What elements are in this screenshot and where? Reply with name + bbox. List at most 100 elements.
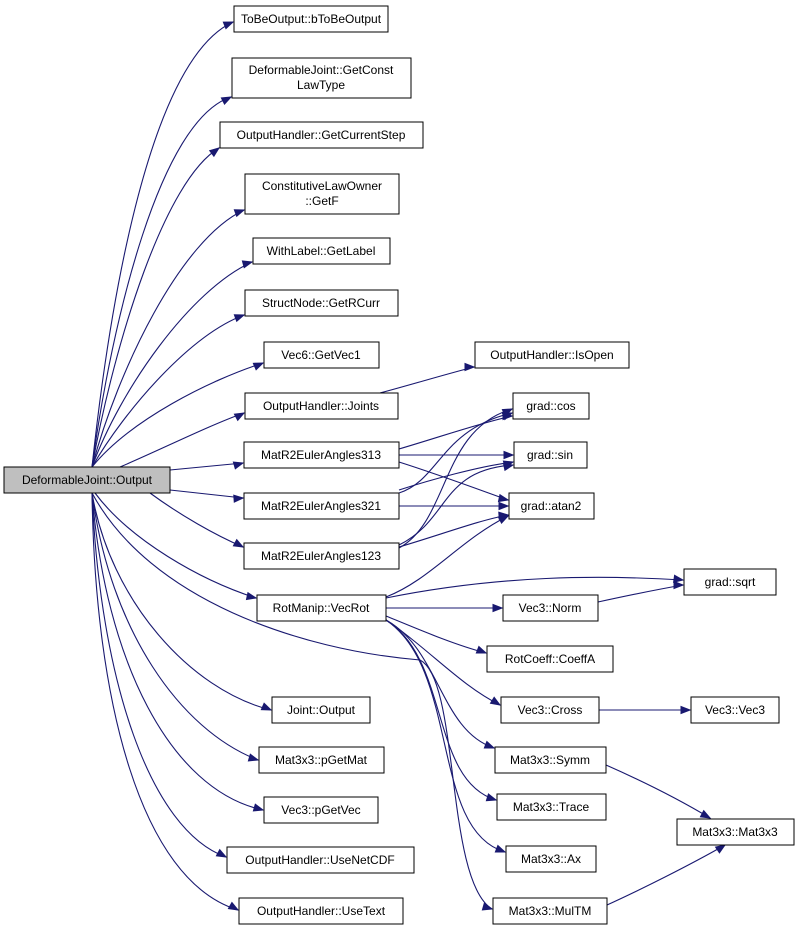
node-outputhandler-usenetcdf[interactable]: OutputHandler::UseNetCDF (226, 846, 415, 874)
node-vec3-vec3[interactable]: Vec3::Vec3 (690, 696, 780, 724)
node-constitutivelawowner-getf[interactable]: ConstitutiveLawOwner ::GetF (244, 173, 400, 215)
edge-root-to-vecrot (94, 492, 258, 601)
node-tobeoutput-btobeoutput[interactable]: ToBeOutput::bToBeOutput (233, 5, 389, 33)
node-label: OutputHandler::UseNetCDF (245, 853, 394, 867)
node-label: DeformableJoint::Output (22, 473, 153, 487)
edge-line (91, 492, 493, 910)
node-vec6-getvec1[interactable]: Vec6::GetVec1 (263, 341, 380, 369)
edge-vecrot-to-sqrt (385, 574, 685, 599)
edge-line (398, 408, 513, 549)
arrowhead-icon (232, 461, 245, 470)
node-mat3x3-trace[interactable]: Mat3x3::Trace (496, 793, 607, 821)
node-deformablejoint-output[interactable]: DeformableJoint::Output (3, 466, 171, 494)
edge-multm-to-mat3x3 (606, 844, 727, 906)
arrowhead-icon (260, 702, 273, 711)
edge-root-to-euler123 (149, 492, 245, 548)
edge-line (597, 584, 684, 603)
arrowhead-icon (475, 645, 488, 654)
edge-root-to-getvec1 (91, 362, 265, 468)
node-outputhandler-isopen[interactable]: OutputHandler::IsOpen (474, 341, 630, 369)
node-label: Mat3x3::pGetMat (275, 753, 368, 767)
arrowhead-icon (220, 96, 233, 106)
arrowhead-icon (481, 902, 494, 911)
arrowhead-icon (501, 408, 514, 417)
edge-root-to-euler321 (169, 489, 245, 503)
edges (91, 21, 727, 911)
node-label: Mat3x3::Symm (510, 753, 590, 767)
arrowhead-icon (233, 209, 246, 218)
edge-root-to-getf (91, 209, 246, 468)
arrowhead-icon (489, 696, 502, 706)
node-label: OutputHandler::Joints (263, 399, 379, 413)
edge-euler313-to-sin (399, 450, 515, 460)
node-matr2eulerangles321[interactable]: MatR2EulerAngles321 (243, 492, 400, 520)
node-mat3x3-ax[interactable]: Mat3x3::Ax (505, 845, 597, 873)
arrowhead-icon (232, 538, 245, 548)
node-structnode-getrcurr[interactable]: StructNode::GetRCurr (244, 289, 399, 317)
node-vec3-norm[interactable]: Vec3::Norm (502, 594, 599, 622)
node-outputhandler-getcurrentstep[interactable]: OutputHandler::GetCurrentStep (219, 121, 424, 149)
edge-vecrot-to-coeffa (385, 615, 488, 654)
node-label: OutputHandler::UseText (257, 904, 386, 918)
arrowhead-icon (492, 603, 504, 613)
node-grad-atan2[interactable]: grad::atan2 (508, 492, 595, 520)
edge-line (91, 314, 245, 468)
node-grad-sqrt[interactable]: grad::sqrt (683, 568, 777, 596)
edge-line (149, 492, 244, 548)
edge-line (398, 461, 514, 491)
node-grad-sin[interactable]: grad::sin (513, 441, 588, 469)
edge-line (91, 492, 259, 761)
node-vec3-cross[interactable]: Vec3::Cross (500, 696, 600, 724)
node-vec3-pgetvec[interactable]: Vec3::pGetVec (263, 796, 379, 824)
edge-root-to-euler313 (169, 461, 245, 471)
edge-cross-to-vec3 (599, 705, 692, 715)
node-matr2eulerangles123[interactable]: MatR2EulerAngles123 (243, 542, 400, 570)
edge-line (385, 576, 684, 599)
edge-vecrot-to-symm (385, 619, 496, 749)
edge-line (606, 844, 726, 906)
arrowhead-icon (502, 462, 515, 472)
node-rotmanip-vecrot[interactable]: RotManip::VecRot (256, 594, 387, 622)
node-label: grad::atan2 (521, 499, 582, 513)
node-label: grad::cos (526, 399, 575, 413)
edge-root-to-getlabel (91, 260, 254, 468)
node-mat3x3-mat3x3[interactable]: Mat3x3::Mat3x3 (676, 818, 795, 846)
node-label: RotCoeff::CoeffA (505, 652, 595, 666)
node-joint-output[interactable]: Joint::Output (271, 696, 371, 724)
node-label-line1: DeformableJoint::GetConst (249, 63, 394, 77)
edge-line (91, 492, 264, 811)
node-label: Vec3::Vec3 (705, 703, 765, 717)
node-matr2eulerangles313[interactable]: MatR2EulerAngles313 (243, 441, 400, 469)
node-label: Vec3::Cross (518, 703, 583, 717)
arrowhead-icon (252, 803, 265, 812)
node-mat3x3-multm[interactable]: Mat3x3::MulTM (492, 897, 608, 925)
arrowhead-icon (252, 362, 265, 371)
node-mat3x3-pgetmat[interactable]: Mat3x3::pGetMat (258, 746, 385, 774)
edge-line (91, 492, 227, 858)
edge-line (605, 764, 711, 819)
node-label: MatR2EulerAngles123 (261, 549, 381, 563)
edge-euler123-to-cos (398, 408, 514, 549)
node-grad-cos[interactable]: grad::cos (512, 392, 590, 420)
arrowhead-icon (245, 591, 258, 601)
arrowhead-icon (503, 450, 515, 460)
arrowhead-icon (485, 793, 498, 802)
arrowhead-icon (241, 260, 254, 269)
edge-root-to-usetext (91, 492, 240, 911)
node-label: Vec3::Norm (519, 601, 582, 615)
node-outputhandler-joints[interactable]: OutputHandler::Joints (244, 392, 399, 420)
edge-line (385, 619, 495, 749)
node-rotcoeff-coeffa[interactable]: RotCoeff::CoeffA (486, 645, 614, 673)
edge-line (398, 461, 509, 501)
edge-root-to-mat3x3-multm (91, 492, 494, 911)
node-outputhandler-usetext[interactable]: OutputHandler::UseText (238, 897, 404, 925)
edge-line (91, 147, 220, 468)
node-mat3x3-symm[interactable]: Mat3x3::Symm (494, 746, 607, 774)
node-label: Mat3x3::Trace (513, 800, 590, 814)
node-withlabel-getlabel[interactable]: WithLabel::GetLabel (252, 237, 391, 265)
arrowhead-icon (233, 412, 246, 422)
arrowhead-icon (699, 809, 712, 819)
edge-line (169, 462, 244, 471)
node-deformablejoint-getconstlawtype[interactable]: DeformableJoint::GetConst LawType (231, 57, 412, 99)
edge-line (169, 489, 244, 499)
